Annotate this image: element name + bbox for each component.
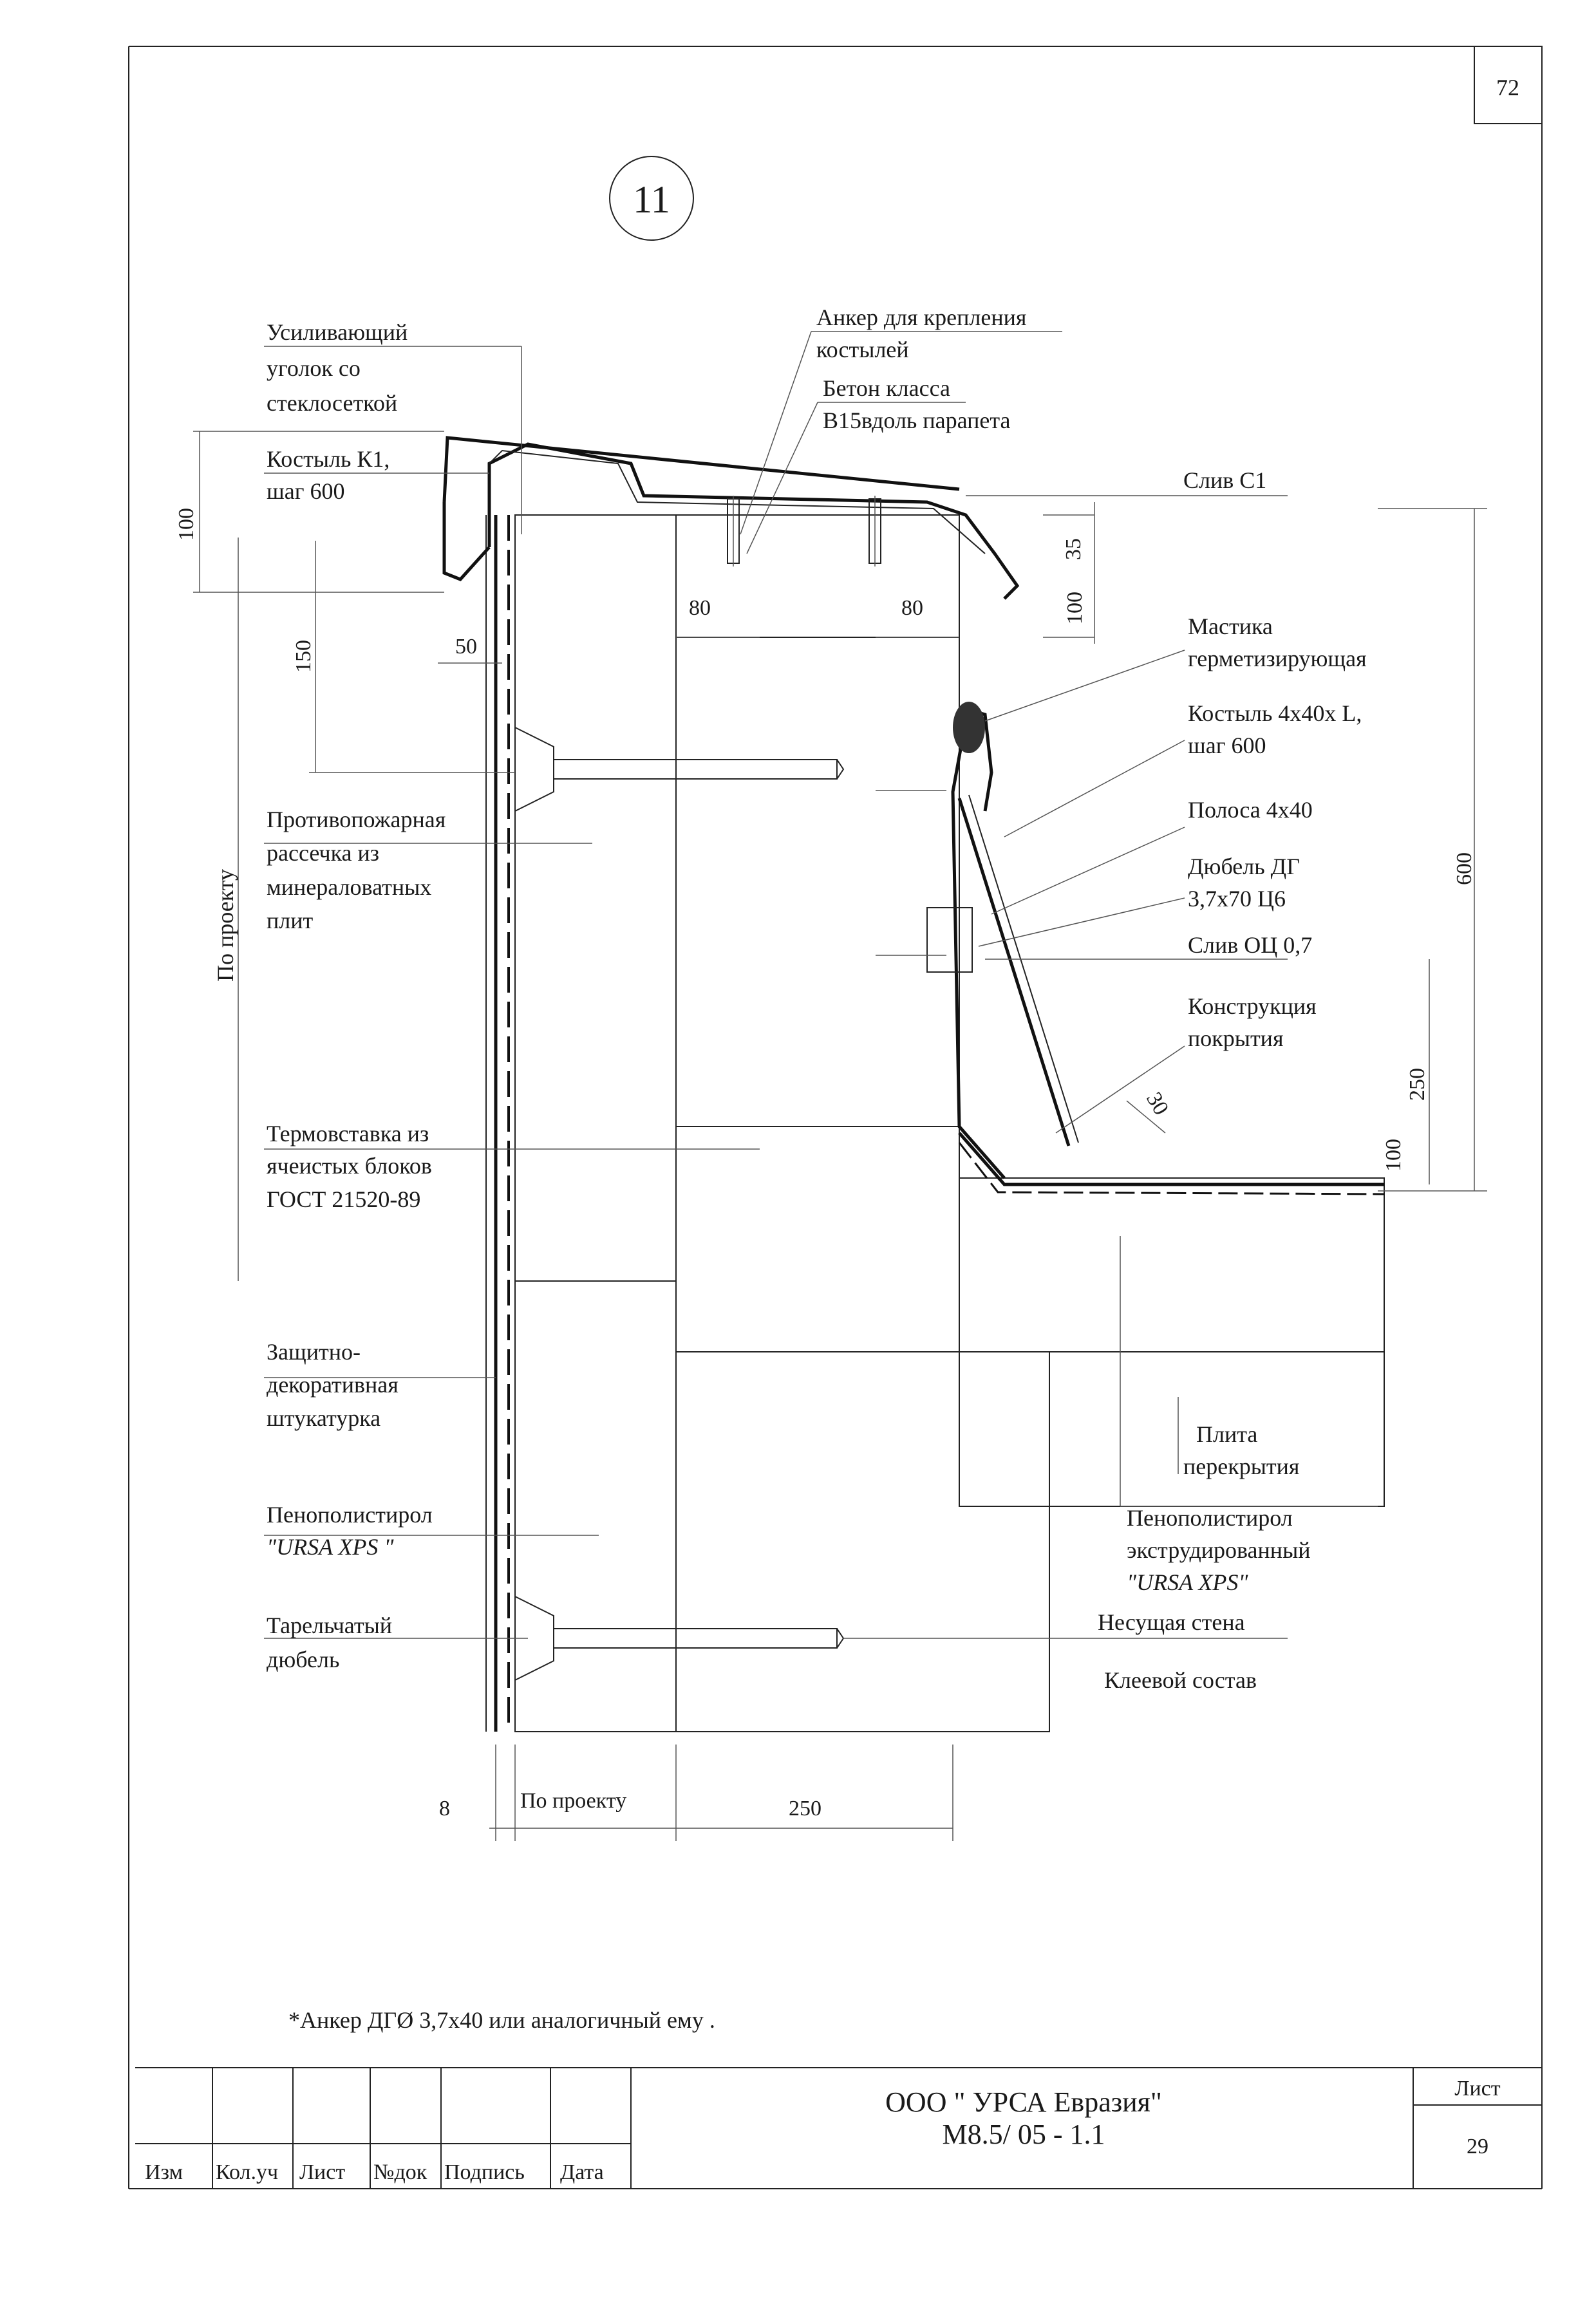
label-reinforcing-angle-2: уголок со [267, 355, 361, 381]
label-anchor-1: Анкер для крепления [816, 304, 1026, 330]
label-crutch-4x40-1: Костыль 4х40х L, [1188, 700, 1362, 726]
parapet-wall [675, 637, 960, 1127]
section-drawing [442, 436, 1385, 1732]
sheet-number-box [1474, 46, 1543, 124]
label-bearing-wall: Несущая стена [1098, 1609, 1245, 1635]
label-eps-right-2: экструдированный [1127, 1537, 1311, 1563]
dim-30: 30 [1141, 1089, 1173, 1119]
roof-membrane [958, 1132, 1384, 1186]
dim-80-b: 80 [901, 596, 923, 620]
fire-break-insulation [514, 514, 677, 1282]
floor-slab [959, 1351, 1385, 1507]
bearing-wall [675, 1351, 1050, 1732]
label-concrete-2: В15вдоль парапета [823, 407, 1011, 433]
tb-col-data: Дата [560, 2160, 604, 2184]
node-marker: 11 [609, 156, 694, 241]
node-number: 11 [633, 178, 670, 221]
label-flashing-oc: Слив ОЦ 0,7 [1188, 932, 1312, 958]
tb-code: М8.5/ 05 - 1.1 [943, 2119, 1105, 2150]
sheet-number-top: 72 [1496, 75, 1519, 100]
dim-100-left: 100 [174, 508, 198, 541]
label-fire-break-3: минераловатных [267, 874, 431, 900]
title-block [135, 2067, 1542, 2189]
label-adhesive: Клеевой состав [1104, 1667, 1257, 1693]
label-plate-dowel-2: дюбель [267, 1647, 339, 1672]
dim-250-right: 250 [1405, 1068, 1429, 1101]
cap-flashing [442, 442, 1020, 600]
roof-eps [959, 1177, 1385, 1352]
tb-col-koluch: Кол.уч [216, 2160, 278, 2184]
label-eps-left-1: Пенополистирол [267, 1502, 433, 1528]
label-mastic-1: Мастика [1188, 613, 1273, 639]
dimension-lines [193, 431, 1487, 1841]
label-floor-slab-2: перекрытия [1183, 1454, 1299, 1479]
label-plaster-3: штукатурка [267, 1405, 380, 1431]
dim-150: 150 [292, 640, 315, 673]
label-crutch-4x40-2: шаг 600 [1188, 733, 1266, 758]
footnote: *Анкер ДГØ 3,7х40 или аналогичный ему . [288, 2007, 715, 2033]
tb-company: ООО " УРСА Евразия" [885, 2086, 1162, 2118]
label-anchor-2: костылей [816, 337, 909, 362]
dim-8: 8 [439, 1797, 450, 1820]
label-plate-dowel-1: Тарельчатый [267, 1613, 392, 1638]
label-by-project-vertical: По проекту [212, 869, 238, 982]
label-flashing-c1: Слив С1 [1183, 467, 1266, 493]
dim-80-a: 80 [689, 596, 711, 620]
plate-dowel-top [514, 726, 845, 812]
label-dowel-dg-1: Дюбель ДГ [1188, 854, 1300, 879]
label-crutch-k1-1: Костыль К1, [267, 446, 390, 472]
label-thermal-insert-2: ячеистых блоков [267, 1153, 432, 1179]
label-eps-right-1: Пенополистирол [1127, 1505, 1293, 1531]
tb-sheet-value: 29 [1467, 2135, 1488, 2158]
dim-100-bottom-right: 100 [1382, 1139, 1405, 1172]
dim-250-bottom: 250 [789, 1797, 821, 1820]
label-reinforcing-angle-3: стеклосеткой [267, 390, 397, 416]
top-anchors [727, 496, 881, 566]
label-concrete-1: Бетон класса [823, 375, 950, 401]
label-fire-break-2: рассечка из [267, 840, 379, 866]
dim-by-project-bottom: По проекту [520, 1789, 626, 1813]
label-fire-break-4: плит [267, 908, 313, 933]
label-thermal-insert-1: Термовставка из [267, 1121, 429, 1146]
parapet-side-flashing [876, 702, 1079, 1179]
label-dowel-dg-2: 3,7х70 Ц6 [1188, 886, 1286, 912]
tb-col-podpis: Подпись [444, 2160, 525, 2184]
label-strip: Полоса 4х40 [1188, 797, 1313, 823]
thermal-insert-blocks [675, 1126, 960, 1352]
plate-dowel-bottom [514, 1595, 845, 1681]
label-eps-left-2: "URSA XPS " [267, 1534, 394, 1560]
dim-600: 600 [1452, 852, 1476, 885]
label-fire-break-1: Противопожарная [267, 807, 446, 832]
callout-labels: Усиливающий уголок со стеклосеткой Косты… [212, 304, 1367, 1693]
dimension-values: 100 150 50 80 80 35 100 600 250 30 100 8… [174, 508, 1476, 1820]
label-thermal-insert-3: ГОСТ 21520-89 [267, 1186, 420, 1212]
dim-50: 50 [455, 635, 477, 659]
label-plaster-2: декоративная [267, 1372, 399, 1398]
tb-col-ndok: №док [373, 2160, 427, 2184]
dim-100-right: 100 [1063, 592, 1087, 624]
label-floor-slab-1: Плита [1196, 1421, 1257, 1447]
label-roof-structure-2: покрытия [1188, 1025, 1284, 1051]
tb-sheet-label: Лист [1454, 2077, 1500, 2100]
label-eps-right-3: "URSA XPS" [1127, 1569, 1248, 1595]
dim-35: 35 [1062, 538, 1085, 560]
label-plaster-1: Защитно- [267, 1339, 361, 1365]
tb-col-izm: Изм [145, 2160, 183, 2184]
tb-col-list: Лист [299, 2160, 345, 2184]
eps-insulation [514, 1280, 677, 1732]
label-reinforcing-angle-1: Усиливающий [267, 319, 408, 345]
leader-lines [264, 331, 1378, 1639]
label-mastic-2: герметизирующая [1188, 646, 1367, 671]
label-crutch-k1-2: шаг 600 [267, 478, 344, 504]
label-roof-structure-1: Конструкция [1188, 993, 1317, 1019]
